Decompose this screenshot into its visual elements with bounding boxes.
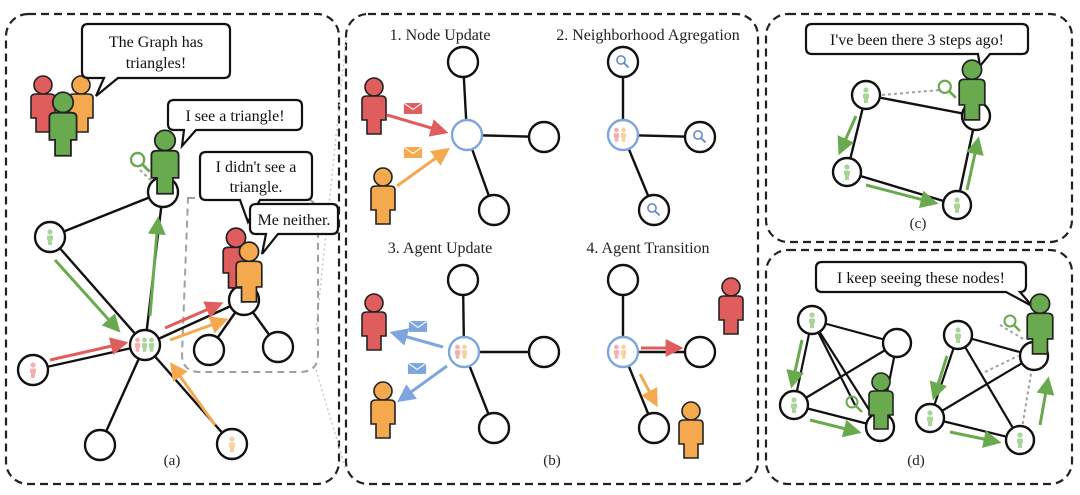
magnifier-icon — [937, 79, 958, 100]
graph-node — [446, 263, 480, 297]
center-node — [450, 118, 484, 152]
panel-d-frame — [764, 248, 1074, 486]
speech-bubble-seeing-nodes: I keep seeing these nodes! — [814, 260, 1033, 307]
graph-node — [477, 411, 511, 445]
panel-c: I've been there 3 steps ago! (c) — [804, 22, 1030, 232]
bubble-triangle-text: I see a triangle! — [185, 108, 284, 125]
panel-b-frame — [344, 12, 760, 486]
panel-d-caption: (d) — [907, 453, 925, 469]
graph-node — [527, 120, 561, 154]
envelope-icon — [403, 146, 423, 159]
bubble-no-triangle-line1: I didn't see a — [216, 159, 297, 176]
red-agent — [361, 293, 387, 351]
bubble-steps-ago-text: I've been there 3 steps ago! — [830, 32, 1004, 49]
graph-node — [83, 428, 117, 462]
graph-node — [527, 335, 561, 369]
step-node-update: 1. Node Update — [390, 27, 491, 44]
speech-bubble-no-triangle: I didn't see a triangle. — [198, 150, 314, 225]
bubble-neither-text: Me neither. — [258, 212, 331, 229]
panel-b-caption: (b) — [543, 453, 561, 469]
green-agent — [48, 91, 78, 157]
speech-bubble-triangle: I see a triangle! — [166, 98, 304, 150]
panel-c-frame — [764, 12, 1074, 244]
step-agent-update: 3. Agent Update — [388, 240, 492, 257]
panel-b: 1. Node Update 2. Neighborhood Agregatio… — [361, 27, 744, 469]
red-agent — [718, 277, 744, 335]
step-agent-transition: 4. Agent Transition — [586, 240, 709, 257]
graph-node — [192, 333, 226, 367]
neighbor-node — [683, 120, 717, 154]
graph-node — [637, 411, 671, 445]
orange-agent — [678, 401, 704, 459]
graph-node — [606, 263, 640, 297]
magnifier-icon — [129, 151, 152, 174]
envelope-icon — [407, 362, 427, 375]
neighbor-node — [606, 45, 640, 79]
red-agent — [361, 77, 387, 135]
bubble-no-triangle-line2: triangle. — [230, 179, 283, 196]
zoom-connector — [315, 39, 347, 331]
envelope-icon — [408, 320, 428, 333]
speech-bubble-neither: Me neither. — [248, 202, 340, 255]
panel-d: I keep seeing these nodes! — [778, 260, 1055, 469]
speech-bubble-graph: The Graph has triangles! — [80, 22, 232, 97]
panel-a: The Graph has triangles! I see a triangl… — [16, 22, 347, 471]
panel-a-caption: (a) — [164, 453, 181, 469]
bubble-seeing-nodes-text: I keep seeing these nodes! — [837, 270, 1005, 287]
neighbor-node — [637, 193, 671, 227]
graph-node — [683, 335, 717, 369]
step-neighborhood-aggregation: 2. Neighborhood Agregation — [556, 27, 740, 44]
graph-node — [261, 330, 295, 364]
graph-node — [477, 193, 511, 227]
panel-a-frame — [4, 12, 341, 486]
zoom-connector — [315, 369, 347, 471]
bubble-graph-line1: The Graph has — [109, 34, 203, 51]
orange-agent — [370, 381, 396, 439]
panel-c-caption: (c) — [910, 216, 927, 232]
graph-node — [881, 327, 913, 359]
graph-node — [446, 45, 480, 79]
envelope-icon — [403, 102, 423, 115]
speech-bubble-steps-ago: I've been there 3 steps ago! — [804, 22, 1030, 69]
bubble-graph-line2: triangles! — [126, 55, 186, 72]
orange-agent — [370, 167, 396, 225]
